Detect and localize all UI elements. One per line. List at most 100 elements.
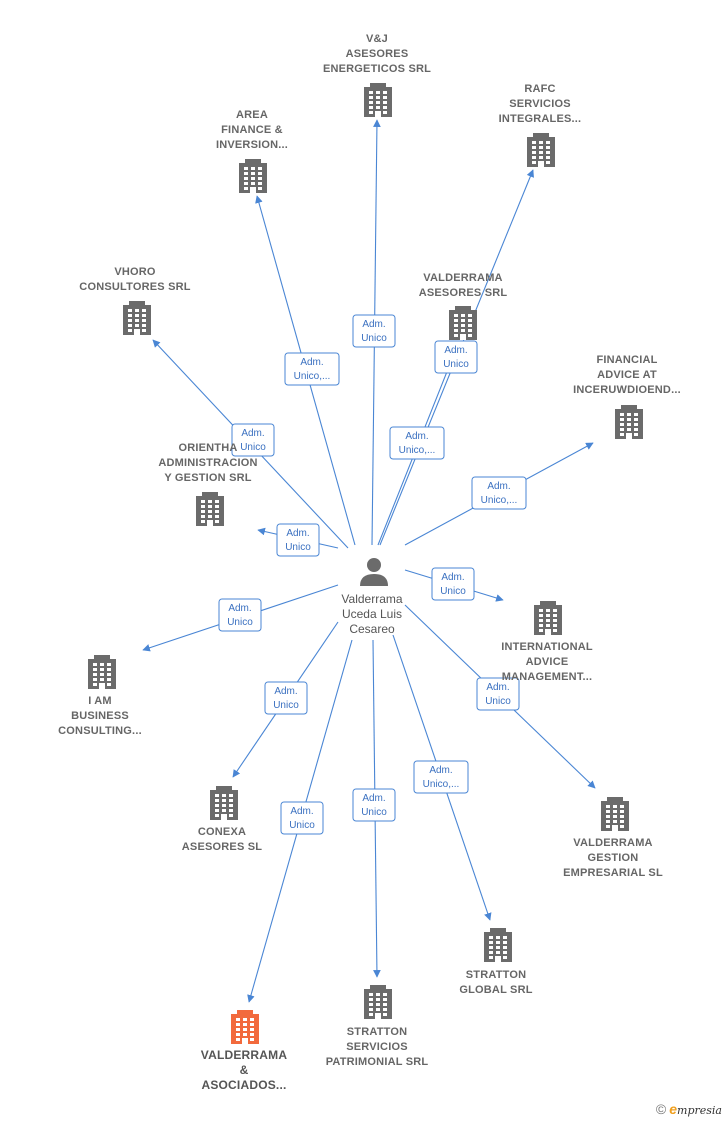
- company-label-line: &: [240, 1063, 249, 1077]
- role-badge-vhoro[interactable]: Adm. Unico: [231, 423, 275, 457]
- brand-initial: e: [669, 1101, 678, 1117]
- role-badge-valase[interactable]: Adm. Unico,...: [389, 426, 445, 460]
- company-label-vj[interactable]: V&J ASESORES ENERGETICOS SRL: [323, 33, 431, 75]
- company-label-line: Y GESTION SRL: [164, 472, 251, 484]
- company-label-line: STRATTON: [347, 1026, 407, 1038]
- person-name-line: Uceda Luis: [342, 607, 402, 621]
- role-text: Adm.: [362, 319, 385, 330]
- building-icon-iam[interactable]: [88, 655, 116, 689]
- role-text: Unico: [361, 333, 387, 344]
- company-label-line: EMPRESARIAL SL: [563, 867, 663, 879]
- role-text: Adm.: [228, 603, 251, 614]
- role-text: Unico: [285, 542, 311, 553]
- building-icon-valase[interactable]: [449, 306, 477, 340]
- building-icon-financial[interactable]: [615, 405, 643, 439]
- role-badge-vj[interactable]: Adm. Unico: [352, 314, 396, 348]
- company-label-line: VALDERRAMA: [201, 1048, 288, 1062]
- role-text: Unico,...: [399, 445, 436, 456]
- role-text: Adm.: [486, 682, 509, 693]
- building-icon-conexa[interactable]: [210, 786, 238, 820]
- company-label-line: ENERGETICOS SRL: [323, 63, 431, 75]
- role-text: Unico: [361, 807, 387, 818]
- company-label-line: GLOBAL SRL: [459, 984, 532, 996]
- role-badge-conexa[interactable]: Adm. Unico: [264, 681, 308, 715]
- company-label-line: CONSULTING...: [58, 725, 142, 737]
- company-label-line: SERVICIOS: [346, 1041, 408, 1053]
- company-label-line: VALDERRAMA: [573, 837, 652, 849]
- role-text: Unico: [240, 442, 266, 453]
- role-text: Adm.: [241, 428, 264, 439]
- building-icon-area[interactable]: [239, 159, 267, 193]
- company-label-stratglobal[interactable]: STRATTON GLOBAL SRL: [459, 969, 532, 996]
- role-badge-rafc[interactable]: Adm.Unico: [434, 340, 478, 374]
- company-label-line: STRATTON: [466, 969, 526, 981]
- person-icon[interactable]: [360, 558, 388, 586]
- company-label-stratpat[interactable]: STRATTON SERVICIOS PATRIMONIAL SRL: [326, 1026, 429, 1068]
- company-label-rafc[interactable]: RAFCSERVICIOSINTEGRALES...: [499, 83, 582, 125]
- company-label-line: ASESORES: [346, 48, 409, 60]
- role-text: Unico: [273, 700, 299, 711]
- company-label-line: INTEGRALES...: [499, 113, 582, 125]
- building-icon-valasoc[interactable]: [231, 1010, 259, 1044]
- role-badge-stratglobal[interactable]: Adm. Unico,...: [413, 760, 469, 794]
- role-badge-financial[interactable]: Adm.Unico,...: [471, 476, 527, 510]
- company-label-line: INVERSION...: [216, 139, 288, 151]
- role-text: Adm.: [429, 765, 452, 776]
- company-label-line: PATRIMONIAL SRL: [326, 1056, 429, 1068]
- company-label-line: BUSINESS: [71, 710, 129, 722]
- role-badge-valasoc[interactable]: Adm. Unico: [280, 801, 324, 835]
- role-badge-iam[interactable]: Adm. Unico: [218, 598, 262, 632]
- role-badge-intl[interactable]: Adm.Unico: [431, 567, 475, 601]
- role-text: Unico: [440, 586, 466, 597]
- role-text: Unico: [289, 820, 315, 831]
- role-badge-area[interactable]: Adm.Unico,...: [284, 352, 340, 386]
- company-label-line: V&J: [366, 33, 388, 45]
- role-text: Unico: [485, 696, 511, 707]
- role-text: Unico,...: [423, 779, 460, 790]
- company-label-valgest[interactable]: VALDERRAMA GESTION EMPRESARIAL SL: [563, 837, 663, 879]
- building-icon-valgest[interactable]: [601, 797, 629, 831]
- role-text: Unico: [227, 617, 253, 628]
- building-icon-intl[interactable]: [534, 601, 562, 635]
- role-badge-valgest[interactable]: Adm. Unico: [476, 677, 520, 711]
- company-label-line: INTERNATIONAL: [501, 641, 593, 653]
- company-label-line: ASOCIADOS...: [201, 1078, 286, 1092]
- building-icon-orienta[interactable]: [196, 492, 224, 526]
- building-icon-stratpat[interactable]: [364, 985, 392, 1019]
- building-icon-vj[interactable]: [364, 83, 392, 117]
- role-text: Adm.: [487, 481, 510, 492]
- company-label-iam[interactable]: I AM BUSINESS CONSULTING...: [58, 695, 142, 737]
- company-label-line: FINANCIAL: [596, 354, 657, 366]
- company-label-line: INCERUWDIOEND...: [573, 384, 681, 396]
- company-label-line: I AM: [88, 695, 112, 707]
- company-label-line: FINANCE &: [221, 124, 283, 136]
- footer-brand: ©empresia: [656, 1101, 722, 1117]
- role-text: Unico: [443, 359, 469, 370]
- role-badge-stratpat[interactable]: Adm.Unico: [352, 788, 396, 822]
- person-name-line: Cesareo: [349, 622, 395, 636]
- company-label-line: ADMINISTRACION: [158, 457, 257, 469]
- role-badge-orienta[interactable]: Adm.Unico: [276, 523, 320, 557]
- building-icon-vhoro[interactable]: [123, 301, 151, 335]
- company-label-line: ADVICE: [526, 656, 569, 668]
- role-text: Adm.: [405, 431, 428, 442]
- company-label-line: GESTION: [588, 852, 639, 864]
- copyright-icon: ©: [655, 1101, 667, 1117]
- building-icon-stratglobal[interactable]: [484, 928, 512, 962]
- company-label-intl[interactable]: INTERNATIONALADVICEMANAGEMENT...: [501, 641, 593, 683]
- company-label-valasoc[interactable]: VALDERRAMA&ASOCIADOS...: [201, 1048, 288, 1092]
- roles-layer: Adm.UnicoAdm.UnicoAdm.Unico,...Adm.Unico…: [218, 314, 527, 835]
- role-text: Adm.: [290, 806, 313, 817]
- building-icon-rafc[interactable]: [527, 133, 555, 167]
- company-label-line: RAFC: [524, 83, 555, 95]
- role-text: Adm.: [274, 686, 297, 697]
